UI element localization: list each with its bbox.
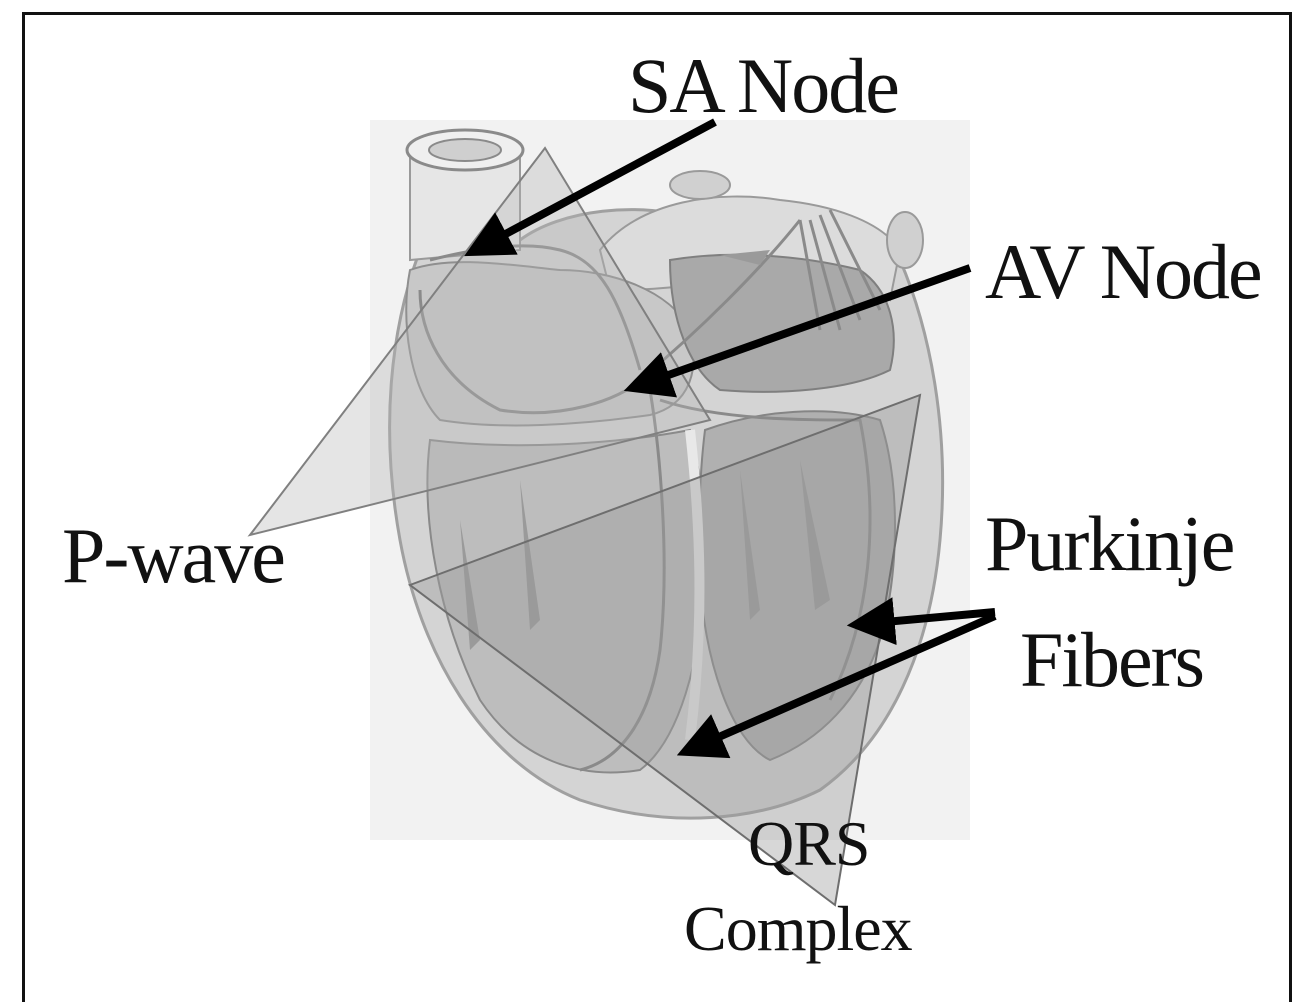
label-fibers: Fibers [1020,616,1203,703]
pointer-arrows [464,118,997,759]
label-complex: Complex [684,893,913,964]
label-av-node: AV Node [985,228,1261,315]
label-qrs: QRS [748,808,870,879]
wave-overlays [247,146,922,907]
label-sa-node: SA Node [628,42,898,129]
right-atrium [405,261,695,427]
sa-node-arrow [464,118,717,257]
av-node-arrow [623,264,972,398]
muscle-striations [460,250,830,650]
qrs-triangle [407,393,922,907]
septum [685,429,705,741]
label-purkinje: Purkinje [985,500,1233,587]
purkinje-arrow-upper [846,597,996,646]
diagram-labels: SA Node AV Node P-wave Purkinje Fibers Q… [62,42,1263,964]
p-wave-triangle [247,146,712,537]
purkinje-arrow-lower [676,612,997,759]
label-p-wave: P-wave [62,512,284,599]
